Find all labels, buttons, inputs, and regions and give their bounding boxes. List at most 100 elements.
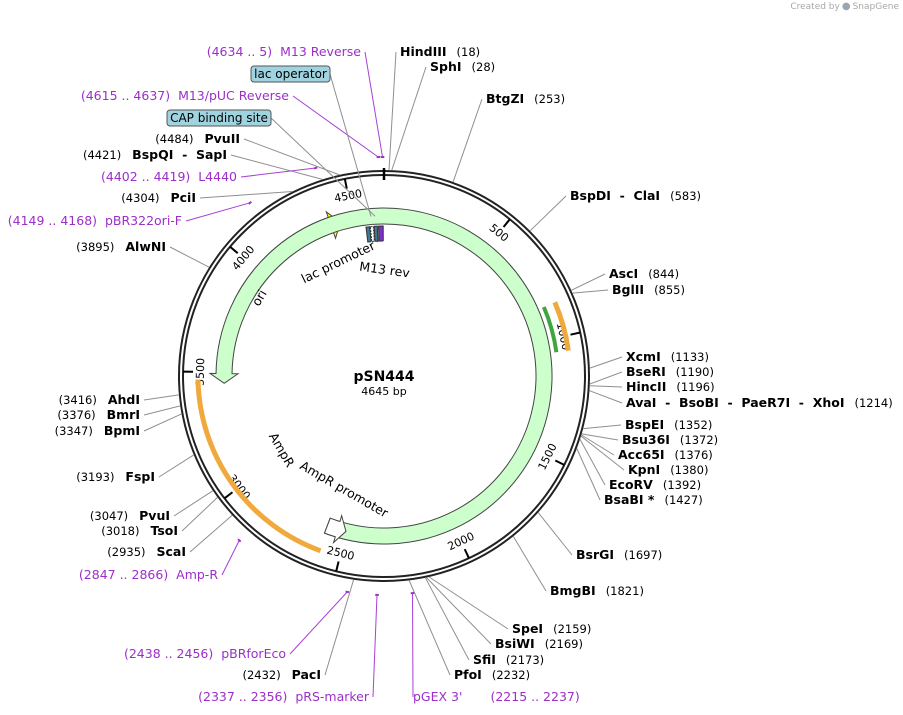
enzyme-position: (1821) (606, 584, 644, 598)
enzyme-label[interactable]: Acc65I(1376) (618, 447, 713, 462)
enzyme-leader-line (580, 435, 625, 471)
enzyme-label[interactable]: BsaBI *(1427) (604, 492, 703, 507)
enzyme-label[interactable]: BsrGI(1697) (576, 547, 662, 562)
primer-name: pBRforEco (221, 646, 286, 661)
primer-leader-line (372, 594, 378, 698)
enzyme-name: ScaI (157, 544, 187, 559)
enzyme-label[interactable]: (4484) PvuII (155, 131, 240, 146)
enzyme-name: AvaI - BsoBI - PaeR7I - XhoI (626, 395, 844, 410)
enzyme-leader-line (408, 580, 451, 676)
primer-range: (2847 .. 2866) (79, 567, 176, 582)
enzyme-leader-line (199, 191, 293, 199)
enzyme-leader-line (579, 439, 606, 486)
enzyme-name: BspEI (625, 417, 664, 432)
enzyme-position: (3347) (55, 424, 104, 438)
enzyme-label[interactable]: (4421) BspQI - SapI (83, 147, 227, 162)
primer-label[interactable]: (4402 .. 4419) L4440 (101, 169, 237, 184)
enzyme-position: (4484) (155, 132, 204, 146)
enzyme-label[interactable]: (3416) AhdI (59, 392, 140, 407)
m13-rev-label: M13 rev (359, 259, 412, 281)
enzyme-leader-line (426, 577, 492, 645)
enzyme-label[interactable]: SfiI(2173) (473, 652, 544, 667)
enzyme-position: (3895) (76, 240, 125, 254)
enzyme-label[interactable]: BglII(855) (612, 282, 685, 297)
primer-label[interactable]: (4149 .. 4168) pBR322ori-F (8, 213, 182, 228)
enzyme-leader-line (230, 154, 323, 180)
ori-label: ori (249, 287, 270, 309)
primer-label[interactable]: (4615 .. 4637) M13/pUC Reverse (81, 88, 289, 103)
enzyme-label[interactable]: KpnI(1380) (628, 462, 708, 477)
primer-label[interactable]: pGEX 3'(2215 .. 2237) (413, 689, 580, 704)
primer-range: (2215 .. 2237) (490, 689, 579, 704)
ruler-tick-label: 4000 (229, 243, 257, 273)
enzyme-name: BspQI - SapI (132, 147, 227, 162)
ampr-promoter-arrow[interactable] (323, 513, 347, 545)
enzyme-leader-line (512, 536, 547, 592)
enzyme-label[interactable]: BtgZI(253) (486, 91, 565, 106)
enzyme-label[interactable]: BspDI - ClaI(583) (570, 188, 701, 203)
ruler-tick-label: 2500 (325, 544, 355, 563)
enzyme-label[interactable]: (2935) ScaI (107, 544, 186, 559)
ampr-arrow[interactable] (208, 207, 553, 545)
enzyme-label[interactable]: BmgBI (1821) (550, 583, 644, 598)
lac-promoter-block[interactable] (365, 226, 372, 243)
enzyme-label[interactable]: (4304) PciI (121, 190, 196, 205)
m13-rev-block[interactable] (377, 225, 384, 242)
enzyme-leader-line (173, 490, 214, 517)
enzyme-label[interactable]: (2432) PacI (242, 667, 321, 682)
enzyme-label[interactable]: (3047) PvuI (90, 508, 170, 523)
enzyme-label[interactable]: AvaI - BsoBI - PaeR7I - XhoI(1214) (626, 395, 893, 410)
enzyme-leader-line (572, 289, 609, 294)
enzyme-label[interactable]: HindIII(18) (400, 44, 480, 59)
enzyme-label[interactable]: BseRI(1190) (626, 364, 714, 379)
primer-label[interactable]: (2337 .. 2356) pRS-marker (198, 689, 370, 704)
enzyme-label[interactable]: BsiWI(2169) (495, 636, 583, 651)
enzyme-name: SphI (430, 59, 462, 74)
enzyme-position: (2173) (506, 653, 544, 667)
enzyme-label[interactable]: AscI(844) (609, 266, 679, 281)
enzyme-position: (1427) (664, 493, 702, 507)
enzyme-label[interactable]: XcmI(1133) (626, 349, 709, 364)
enzyme-leader-line (243, 138, 340, 176)
enzyme-position: (1380) (670, 463, 708, 477)
enzyme-label[interactable]: HincII(1196) (626, 379, 715, 394)
boxed-feature-box[interactable] (250, 65, 331, 83)
enzyme-name: EcoRV (609, 477, 653, 492)
enzyme-label[interactable]: (3193) FspI (76, 469, 155, 484)
primer-name: M13 Reverse (280, 44, 361, 59)
ruler-tick-label: 4500 (333, 187, 363, 205)
cap-site-block[interactable] (373, 225, 380, 243)
site-labels: HindIII(18)SphI(28) BtgZI(253) BspDI - Cla… (8, 44, 893, 704)
enzyme-position: (4421) (83, 148, 132, 162)
enzyme-label[interactable]: BspEI(1352) (625, 417, 712, 432)
primer-label[interactable]: (4634 .. 5) M13 Reverse (207, 44, 362, 59)
ruler-tick (335, 561, 340, 572)
enzyme-leader-line (428, 576, 509, 630)
primer-leader-line (240, 167, 316, 178)
enzyme-leader-line (589, 371, 623, 385)
boxed-feature-box[interactable] (166, 109, 272, 127)
enzyme-label[interactable]: Bsu36I(1372) (622, 432, 718, 447)
enzyme-label[interactable]: (3895) AlwNI (76, 239, 166, 254)
ruler-tick (223, 491, 234, 500)
enzyme-leader-line (143, 413, 182, 432)
enzyme-position: (253) (534, 92, 565, 106)
enzyme-label[interactable]: EcoRV(1392) (609, 477, 701, 492)
enzyme-label[interactable]: PfoI(2232) (454, 667, 530, 682)
enzyme-position: (2159) (553, 622, 591, 636)
enzyme-label[interactable]: (3018) TsoI (101, 523, 178, 538)
enzyme-name: BmgBI (550, 583, 596, 598)
primer-name: pRS-marker (295, 689, 370, 704)
primer-label[interactable]: (2847 .. 2866) Amp-R (79, 567, 218, 582)
lac-operator-block[interactable] (369, 225, 375, 243)
enzyme-label[interactable]: SphI(28) (430, 59, 495, 74)
enzyme-leader-line (581, 433, 619, 441)
enzyme-leader-line (537, 512, 573, 556)
primer-label[interactable]: (2438 .. 2456) pBRforEco (124, 646, 286, 661)
ruler-tick (343, 178, 348, 189)
enzyme-label[interactable]: (3376) BmrI (57, 407, 140, 422)
enzyme-position: (3416) (59, 393, 108, 407)
credit-text: Created by (790, 1, 840, 12)
enzyme-label[interactable]: (3347) BpmI (55, 423, 140, 438)
enzyme-label[interactable]: SpeI(2159) (512, 621, 591, 636)
